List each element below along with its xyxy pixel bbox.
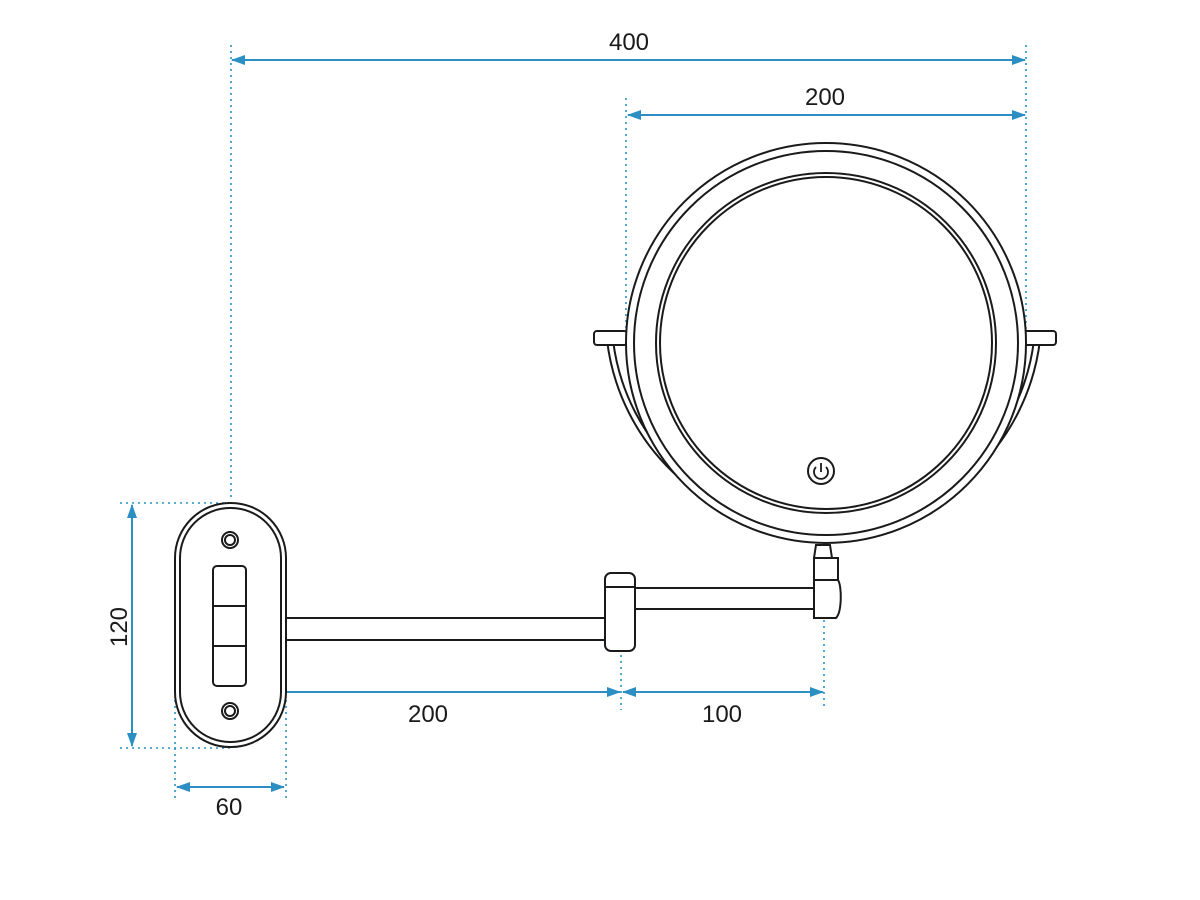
mirror-head: [593, 142, 1057, 544]
label-mirror-diameter: 200: [805, 84, 845, 111]
mirror-light-ring: [655, 172, 997, 514]
arm-tube-long: [240, 617, 610, 641]
swing-arm: [240, 544, 842, 652]
arm-elbow-joint: [604, 572, 636, 652]
mirror-frame-outer: [625, 142, 1027, 544]
mirror-neck: [812, 544, 834, 559]
dimension-labels: 400 200 200 100 120 60: [106, 29, 845, 821]
arm-tube-short: [629, 587, 815, 610]
wall-plate: [174, 502, 287, 748]
wall-plate-bevel: [179, 507, 282, 743]
dimension-lines: [127, 55, 1026, 792]
screw-hole-bottom-inner: [224, 705, 236, 717]
label-arm-short: 100: [702, 701, 742, 728]
mirror-knuckle: [813, 557, 842, 619]
mirror-pivot-left: [593, 330, 628, 346]
label-overall-width: 400: [609, 29, 649, 56]
mirror-glass: [659, 176, 993, 510]
extension-lines: [120, 45, 1027, 802]
mirror-pivot-right: [1022, 330, 1057, 346]
label-plate-width: 60: [216, 794, 243, 821]
label-arm-long: 200: [408, 701, 448, 728]
label-plate-height: 120: [106, 607, 133, 647]
mirror-frame-ring: [633, 150, 1019, 536]
hinge-cylinder: [212, 565, 247, 687]
power-icon[interactable]: [807, 457, 835, 485]
screw-hole-top-inner: [224, 534, 236, 546]
